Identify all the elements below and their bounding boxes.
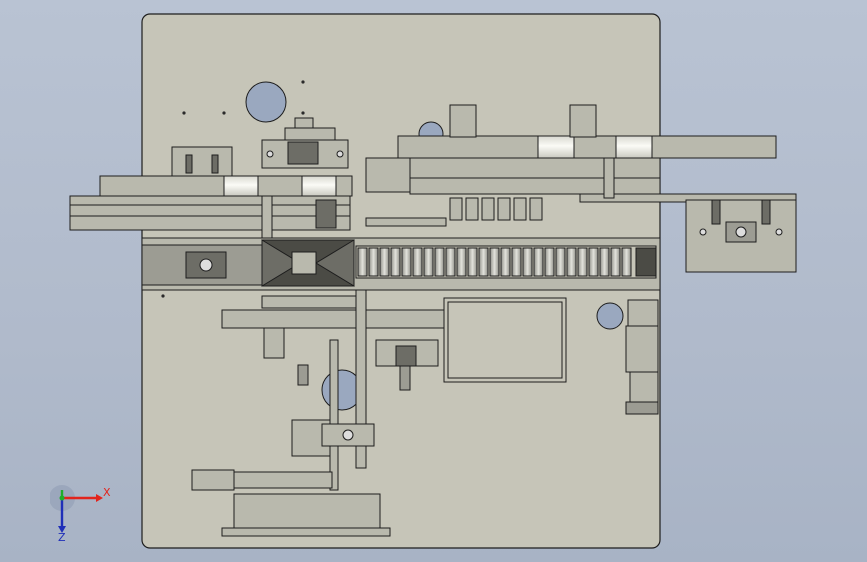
left-linear-rail [69,175,353,257]
vertical-shaft [291,289,375,491]
plate-hole [245,81,287,123]
lower-slide [221,295,445,391]
right-pillow-block [685,199,797,273]
axis-triad [50,485,103,533]
motor-unit [625,299,659,415]
plate-hole [596,302,624,330]
z-axis-label: Z [58,531,66,544]
cell-row [357,247,632,277]
cylinder-row [365,197,543,227]
bottom-block [191,469,391,537]
inspection-window [443,297,567,383]
left-pillow-block [261,117,349,169]
conveyor-end-cap [635,247,657,277]
left-top-bracket [171,146,233,178]
x-axis-label: X [103,486,111,499]
right-linear-rail [365,104,797,203]
